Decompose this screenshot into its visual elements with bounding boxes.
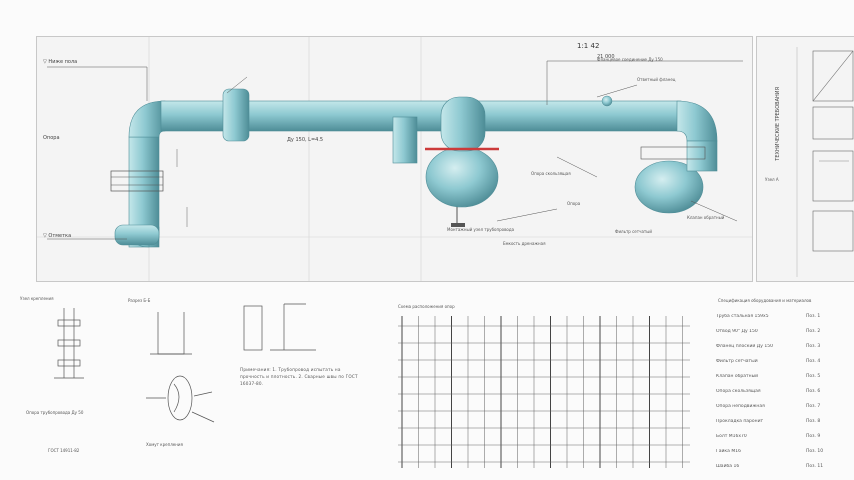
spec-item-pos: Поз. 8	[806, 418, 821, 424]
spec-row: Прокладка паронит Поз. 8	[716, 413, 854, 429]
note-drain-tank: Емкость дренажная	[503, 241, 546, 246]
support-grid-panel: Схема расположения опор	[396, 302, 694, 470]
dimension-lines	[176, 149, 188, 227]
spec-item-name: Фланец плоский Ду 150	[716, 343, 773, 349]
detail-2-caption: Хомут крепления	[146, 442, 183, 447]
spec-row: Клапан обратный Поз. 5	[716, 368, 854, 384]
support-grid	[398, 316, 690, 468]
note-counter-flange: Ответный фланец	[637, 77, 676, 82]
note-flange: Фланцевое соединение Ду 150	[597, 57, 663, 62]
right-flange-frame	[640, 146, 706, 160]
spec-item-name: Опора скользящая	[716, 388, 761, 394]
spec-item-pos: Поз. 11	[806, 463, 824, 469]
tank-base	[451, 223, 465, 227]
spec-header: Спецификация оборудования и материалов	[718, 298, 812, 303]
left-support-frame	[110, 170, 164, 192]
spec-item-pos: Поз. 4	[806, 358, 821, 364]
note-below-floor: ▽ Ниже пола	[43, 59, 78, 65]
spec-item-name: Прокладка паронит	[716, 418, 764, 424]
spec-row: Опора неподвижная Поз. 7	[716, 398, 854, 414]
spec-item-name: Шайба 16	[716, 463, 740, 469]
spec-item-pos: Поз. 7	[806, 403, 821, 409]
spec-row: Опора скользящая Поз. 6	[716, 383, 854, 399]
pipeline-diagram	[37, 37, 752, 281]
spec-item-pos: Поз. 10	[806, 448, 824, 454]
spec-item-name: Фильтр сетчатый	[716, 358, 758, 364]
detail-1: Узел крепления Опора трубопровода Ду 50 …	[18, 290, 124, 460]
spec-item-name: Гайка М16	[716, 448, 741, 454]
mid-pipe-label: Ду 150, L=4.5	[287, 137, 324, 143]
spec-item-pos: Поз. 6	[806, 388, 821, 394]
right-filter-tank	[634, 160, 704, 214]
main-drawing-panel: 1:1 42 21 000 ▽ Ниже пола Опора ▽ Отметк…	[36, 36, 753, 282]
spec-item-name: Труба стальная 159x5	[716, 313, 769, 319]
vertical-title: ТЕХНИЧЕСКИЕ ТРЕБОВАНИЯ	[775, 87, 781, 161]
small-valve-fitting	[601, 95, 613, 107]
side-detail-svg	[796, 47, 854, 277]
spec-row: Шайба 16 Поз. 11	[716, 458, 854, 474]
spec-row: Фильтр сетчатый Поз. 4	[716, 353, 854, 369]
spec-item-pos: Поз. 5	[806, 373, 821, 379]
detail-3-notes: Примечания: 1. Трубопровод испытать на п…	[240, 367, 358, 386]
spec-row: Болт М16x70 Поз. 9	[716, 428, 854, 444]
note-sliding-support: Опора скользящая	[531, 171, 571, 176]
spec-item-name: Отвод 90° Ду 150	[716, 328, 758, 334]
top-dimension: 1:1 42	[577, 42, 600, 50]
spec-row: Фланец плоский Ду 150 Поз. 3	[716, 338, 854, 354]
left-bottom-outlet	[114, 224, 160, 246]
spec-item-name: Клапан обратный	[716, 373, 759, 379]
side-node-label: Узел А	[765, 177, 779, 182]
gate-valve	[222, 88, 250, 142]
spec-item-name: Болт М16x70	[716, 433, 747, 439]
note-strainer: Фильтр сетчатый	[615, 229, 652, 234]
note-mounting-node: Монтажный узел трубопровода	[447, 227, 515, 232]
detail-3: Примечания: 1. Трубопровод испытать на п…	[236, 300, 370, 460]
top-dim-label: 21 000	[597, 54, 615, 60]
drain-stub	[392, 116, 418, 164]
spec-row: Отвод 90° Ду 150 Поз. 2	[716, 323, 854, 339]
spec-table: Спецификация оборудования и материалов Т…	[716, 296, 854, 472]
side-detail-panel: ТЕХНИЧЕСКИЕ ТРЕБОВАНИЯ Узел А	[756, 36, 854, 282]
detail-1-caption-1: Опора трубопровода Ду 50	[26, 410, 84, 415]
grid-title: Схема расположения опор	[398, 304, 455, 309]
spec-item-pos: Поз. 1	[806, 313, 821, 319]
left-top-elbow	[128, 100, 166, 138]
central-tank-neck	[440, 96, 486, 152]
detail-2-title: Разрез Б-Б	[128, 298, 151, 303]
note-check-valve: Клапан обратный	[687, 215, 725, 220]
detail-1-caption-2: ГОСТ 14911-82	[48, 448, 80, 453]
detail-2: Разрез Б-Б Хомут крепления	[126, 296, 230, 460]
right-elbow	[676, 100, 718, 142]
detail-1-title: Узел крепления	[20, 296, 54, 301]
spec-item-name: Опора неподвижная	[716, 403, 765, 409]
central-filter-tank	[425, 146, 499, 208]
note-support-2: Опора	[567, 201, 581, 206]
note-support: Опора	[43, 135, 60, 141]
spec-item-pos: Поз. 9	[806, 433, 821, 439]
spec-row: Гайка М16 Поз. 10	[716, 443, 854, 459]
leader-lines	[47, 60, 743, 240]
spec-item-pos: Поз. 2	[806, 328, 821, 334]
note-mark: ▽ Отметка	[43, 233, 72, 239]
spec-row: Труба стальная 159x5 Поз. 1	[716, 308, 854, 324]
spec-item-pos: Поз. 3	[806, 343, 821, 349]
